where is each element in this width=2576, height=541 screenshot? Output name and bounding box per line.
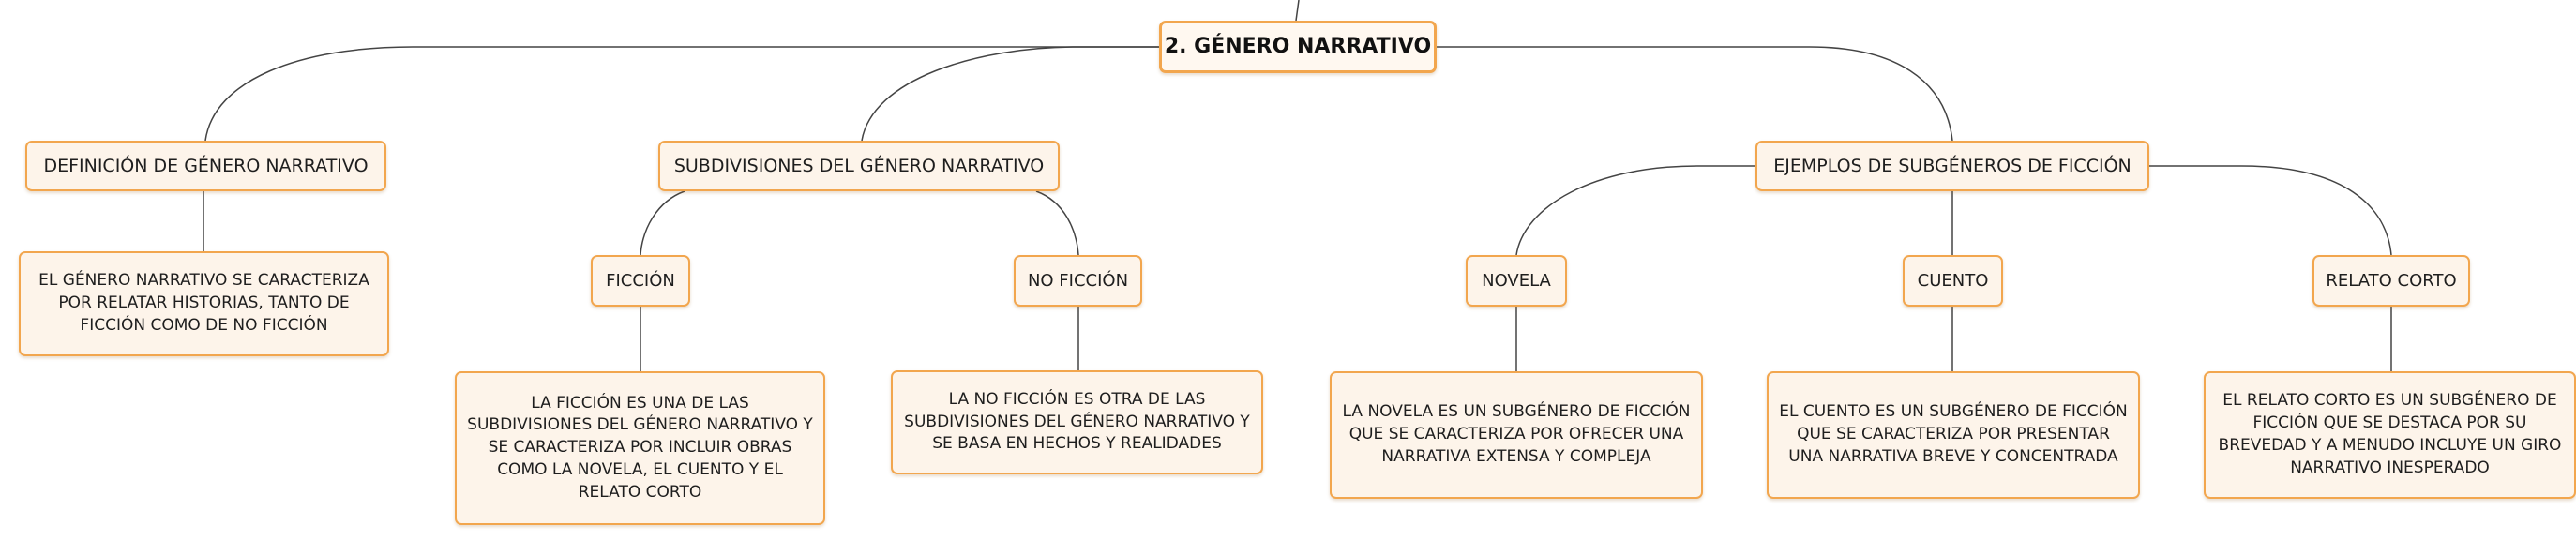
root-node[interactable]: 2. GÉNERO NARRATIVO <box>1159 21 1437 73</box>
subdivisiones-node[interactable]: SUBDIVISIONES DEL GÉNERO NARRATIVO <box>658 141 1060 191</box>
edge-subdivisiones-ficcion <box>640 190 685 256</box>
ejemplos-label: EJEMPLOS DE SUBGÉNEROS DE FICCIÓN <box>1773 155 2132 176</box>
ficcion-node[interactable]: FICCIÓN <box>591 255 690 307</box>
novela-description-node[interactable]: LA NOVELA ES UN SUBGÉNERO DE FICCIÓN QUE… <box>1330 371 1703 499</box>
root-label: 2. GÉNERO NARRATIVO <box>1164 34 1432 58</box>
relato-corto-node[interactable]: RELATO CORTO <box>2312 255 2470 307</box>
novela-label: NOVELA <box>1482 270 1551 291</box>
ficcion-description-node[interactable]: LA FICCIÓN ES UNA DE LAS SUBDIVISIONES D… <box>455 371 825 525</box>
subdivisiones-label: SUBDIVISIONES DEL GÉNERO NARRATIVO <box>673 155 1045 176</box>
ficcion-description: LA FICCIÓN ES UNA DE LAS SUBDIVISIONES D… <box>467 393 813 502</box>
cuento-description: EL CUENTO ES UN SUBGÉNERO DE FICCIÓN QUE… <box>1779 402 2128 466</box>
edge-root-ejemplos <box>1437 46 1953 142</box>
edge-root-definicion <box>204 46 1159 142</box>
relato-corto-description: EL RELATO CORTO ES UN SUBGÉNERO DE FICCI… <box>2218 391 2562 477</box>
edge-root-subdivisiones <box>861 46 1159 142</box>
no-ficcion-description: LA NO FICCIÓN ES OTRA DE LAS SUBDIVISION… <box>904 389 1250 454</box>
definicion-description: EL GÉNERO NARRATIVO SE CARACTERIZA POR R… <box>38 271 369 335</box>
cuento-label: CUENTO <box>1917 270 1989 291</box>
no-ficcion-label: NO FICCIÓN <box>1027 270 1129 291</box>
edge-ejemplos-relato <box>2149 165 2392 256</box>
relato-corto-description-node[interactable]: EL RELATO CORTO ES UN SUBGÉNERO DE FICCI… <box>2204 371 2576 499</box>
edge-root-parent <box>1295 0 1300 22</box>
novela-node[interactable]: NOVELA <box>1466 255 1567 307</box>
cuento-description-node[interactable]: EL CUENTO ES UN SUBGÉNERO DE FICCIÓN QUE… <box>1767 371 2140 499</box>
cuento-node[interactable]: CUENTO <box>1903 255 2003 307</box>
no-ficcion-description-node[interactable]: LA NO FICCIÓN ES OTRA DE LAS SUBDIVISION… <box>891 370 1263 474</box>
definicion-label: DEFINICIÓN DE GÉNERO NARRATIVO <box>43 155 369 176</box>
novela-description: LA NOVELA ES UN SUBGÉNERO DE FICCIÓN QUE… <box>1342 402 1691 466</box>
ejemplos-node[interactable]: EJEMPLOS DE SUBGÉNEROS DE FICCIÓN <box>1755 141 2149 191</box>
edge-subdivisiones-noficcion <box>1035 190 1079 256</box>
definicion-node[interactable]: DEFINICIÓN DE GÉNERO NARRATIVO <box>25 141 386 191</box>
edge-ejemplos-novela <box>1515 165 1755 256</box>
relato-corto-label: RELATO CORTO <box>2326 270 2457 291</box>
no-ficcion-node[interactable]: NO FICCIÓN <box>1014 255 1142 307</box>
ficcion-label: FICCIÓN <box>606 270 675 291</box>
definicion-description-node[interactable]: EL GÉNERO NARRATIVO SE CARACTERIZA POR R… <box>19 251 389 356</box>
